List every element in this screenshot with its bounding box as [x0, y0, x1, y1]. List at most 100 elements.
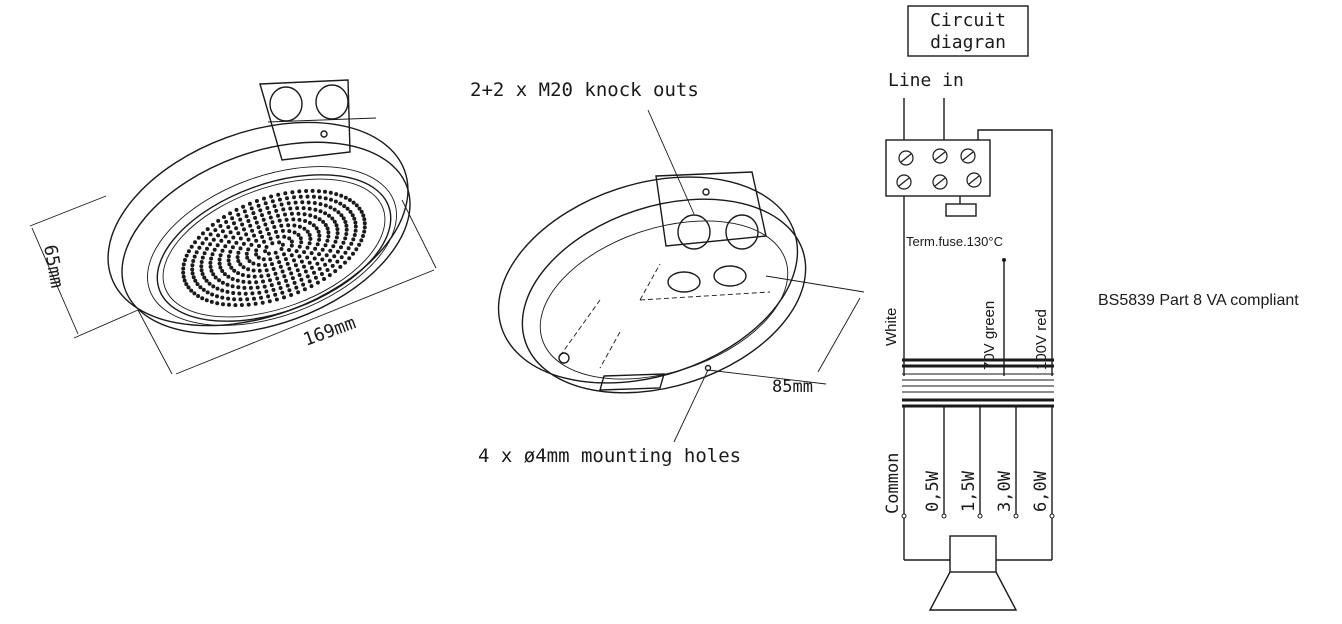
grille-hole: [275, 234, 280, 239]
grille-hole: [353, 220, 358, 225]
grille-hole: [183, 258, 187, 262]
grille-hole: [307, 241, 312, 246]
grille-hole: [263, 222, 268, 227]
grille-hole: [234, 207, 239, 212]
grille-hole: [254, 238, 259, 243]
grille-hole: [246, 267, 251, 272]
grille-hole: [268, 257, 273, 262]
grille-hole: [239, 303, 244, 307]
grille-hole: [335, 231, 340, 236]
grille-hole: [248, 223, 253, 228]
grille-hole: [211, 237, 216, 242]
grille-hole: [281, 207, 286, 212]
grille-hole: [266, 231, 271, 236]
grille-hole: [282, 295, 286, 300]
grille-hole: [220, 288, 225, 293]
grille-hole: [260, 213, 264, 218]
grille-hole: [297, 244, 302, 249]
grille-hole: [307, 220, 312, 225]
grille-hole: [302, 287, 307, 292]
grille-hole: [224, 220, 229, 224]
grille-hole: [302, 212, 307, 217]
knockouts-label: 2+2 x M20 knock outs: [470, 79, 699, 101]
screw-slot: [968, 175, 980, 185]
grille-hole: [307, 206, 312, 211]
grille-hole: [190, 263, 195, 268]
grille-hole: [305, 274, 310, 279]
grille-hole: [266, 294, 271, 299]
grille-hole: [341, 216, 346, 221]
grille-hole: [207, 281, 212, 286]
grille-hole: [326, 234, 331, 239]
grille-hole: [328, 205, 333, 210]
grille-hole: [341, 240, 346, 245]
grille-hole: [305, 255, 310, 260]
grille-hole: [217, 278, 221, 283]
tap-1: 1,5W: [959, 470, 979, 512]
grille-hole: [313, 207, 318, 212]
grille-hole: [254, 248, 259, 253]
grille-hole: [252, 233, 256, 238]
grille-hole: [301, 206, 306, 211]
grille-hole: [238, 236, 243, 241]
grille-hole: [186, 249, 191, 254]
dim-spacing-label: 85mm: [772, 377, 813, 397]
grille-hole: [279, 202, 284, 207]
grille-hole: [342, 204, 347, 209]
grille-hole: [236, 231, 241, 236]
grille-hole: [333, 199, 338, 204]
grille-hole: [240, 273, 245, 277]
grille-hole: [184, 282, 189, 287]
grille-hole: [242, 285, 247, 290]
common-label: Common: [883, 453, 903, 514]
grille-hole: [296, 290, 301, 295]
grille-hole: [241, 241, 246, 246]
grille-hole: [302, 264, 306, 269]
grille-hole: [307, 233, 312, 237]
grille-hole: [222, 272, 227, 277]
grille-hole: [223, 244, 228, 249]
grille-hole: [338, 264, 343, 269]
grille-hole: [344, 227, 349, 232]
dim-height-label: 65mm: [39, 243, 67, 289]
grille-hole: [200, 272, 205, 276]
grille-hole: [196, 294, 201, 298]
grille-hole: [346, 246, 351, 251]
grille-hole: [282, 252, 286, 257]
grille-hole: [307, 279, 312, 284]
grille-hole: [315, 261, 320, 266]
grille-hole: [273, 271, 278, 276]
grille-hole: [217, 261, 222, 266]
grille-hole: [236, 250, 241, 255]
grille-hole: [226, 225, 231, 230]
grille-hole: [213, 275, 218, 280]
grille-hole: [197, 245, 202, 250]
tap-3: 6,0W: [1031, 470, 1051, 512]
grille-hole: [181, 270, 186, 275]
grille-hole: [277, 260, 282, 265]
grille-hole: [205, 246, 209, 251]
grille-hole: [275, 255, 280, 260]
grille-hole: [189, 244, 194, 249]
grille: [181, 188, 367, 308]
grille-hole: [208, 260, 213, 265]
grille-hole: [283, 257, 288, 262]
grille-hole: [297, 217, 302, 222]
grille-hole: [298, 194, 303, 199]
grille-hole: [310, 188, 315, 193]
grille-hole: [294, 285, 299, 290]
screw-slot: [898, 177, 910, 187]
grille-hole: [270, 262, 274, 267]
grille-hole: [244, 232, 249, 237]
grille-hole: [315, 242, 320, 247]
grille-hole: [297, 189, 302, 194]
grille-hole: [235, 255, 240, 260]
dim-width-label: 169mm: [301, 312, 359, 350]
grille-hole: [236, 285, 241, 290]
grille-hole: [317, 252, 322, 257]
grille-hole: [312, 201, 317, 205]
grille-hole: [276, 213, 280, 218]
grille-hole: [245, 255, 250, 260]
grille-hole: [306, 200, 311, 205]
grille-hole: [261, 217, 266, 222]
